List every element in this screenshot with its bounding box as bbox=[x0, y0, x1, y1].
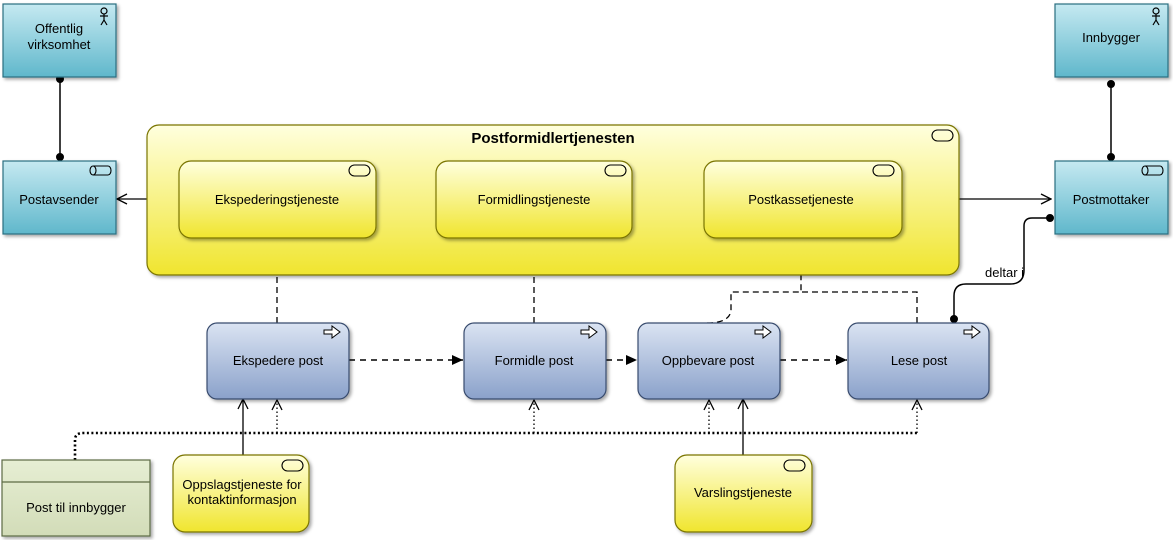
process-ekspedere-post[interactable]: Ekspedere post bbox=[206, 322, 350, 400]
service-icon bbox=[281, 459, 304, 472]
service-name: Formidlingstjeneste bbox=[478, 192, 591, 207]
role-postmottaker[interactable]: Postmottaker bbox=[1054, 160, 1169, 235]
business-object-post-til-innbygger[interactable]: Post til innbygger bbox=[1, 459, 151, 537]
process-name: Formidle post bbox=[495, 353, 574, 368]
service-oppslagstjeneste[interactable]: Oppslagstjeneste for kontaktinformasjon bbox=[172, 454, 310, 533]
service-name: Ekspederingstjeneste bbox=[215, 192, 339, 207]
process-icon bbox=[963, 325, 981, 339]
process-name: Oppbevare post bbox=[662, 353, 755, 368]
service-icon bbox=[872, 164, 895, 177]
process-lese-post[interactable]: Lese post bbox=[847, 322, 990, 400]
assignment-dot-top-right bbox=[1107, 80, 1115, 88]
actor-icon bbox=[100, 7, 108, 26]
actor-name: Innbygger bbox=[1082, 30, 1140, 45]
process-icon bbox=[323, 325, 341, 339]
actor-offentlig-virksomhet[interactable]: Offentlig virksomhet bbox=[2, 3, 117, 78]
service-name: Varslingstjeneste bbox=[694, 485, 792, 500]
service-icon bbox=[783, 459, 806, 472]
object-name: Post til innbygger bbox=[26, 500, 126, 515]
role-icon bbox=[89, 165, 112, 176]
process-name: Lese post bbox=[891, 353, 948, 368]
service-name-line2: kontaktinformasjon bbox=[187, 492, 296, 507]
access-main-dotted-line[interactable] bbox=[73, 431, 917, 460]
role-icon bbox=[1141, 165, 1164, 176]
service-formidlingstjeneste[interactable]: Formidlingstjeneste bbox=[435, 160, 633, 239]
process-formidle-post[interactable]: Formidle post bbox=[463, 322, 607, 400]
service-postkassetjeneste[interactable]: Postkassetjeneste bbox=[703, 160, 903, 239]
service-title: Postformidlertjenesten bbox=[471, 130, 634, 147]
assignment-dot-bottom-left bbox=[56, 153, 64, 161]
role-postavsender[interactable]: Postavsender bbox=[2, 160, 117, 235]
process-icon bbox=[580, 325, 598, 339]
process-icon bbox=[754, 325, 772, 339]
realization-lese-postkasse[interactable] bbox=[801, 291, 918, 323]
service-name-line1: Oppslagstjeneste for bbox=[182, 477, 302, 492]
assignment-dot-bottom-right bbox=[1107, 153, 1115, 161]
process-name: Ekspedere post bbox=[233, 353, 324, 368]
service-icon bbox=[931, 129, 954, 142]
actor-name-line2: virksomhet bbox=[28, 37, 91, 52]
role-name: Postmottaker bbox=[1073, 192, 1150, 207]
actor-icon bbox=[1152, 7, 1160, 26]
service-ekspederingstjeneste[interactable]: Ekspederingstjeneste bbox=[178, 160, 377, 239]
assignment-postmottaker-lese[interactable] bbox=[953, 217, 1051, 319]
actor-name-line1: Offentlig bbox=[35, 21, 83, 36]
assignment-dot-postmottaker bbox=[1046, 214, 1054, 222]
actor-innbygger[interactable]: Innbygger bbox=[1054, 3, 1169, 78]
service-varslingstjeneste[interactable]: Varslingstjeneste bbox=[674, 454, 813, 533]
service-name: Postkassetjeneste bbox=[748, 192, 854, 207]
relation-label-deltar-i: deltar i bbox=[985, 265, 1024, 280]
role-name: Postavsender bbox=[19, 192, 99, 207]
service-icon bbox=[604, 164, 627, 177]
process-oppbevare-post[interactable]: Oppbevare post bbox=[637, 322, 781, 400]
service-icon bbox=[348, 164, 371, 177]
assignment-dot-lese bbox=[950, 315, 958, 323]
